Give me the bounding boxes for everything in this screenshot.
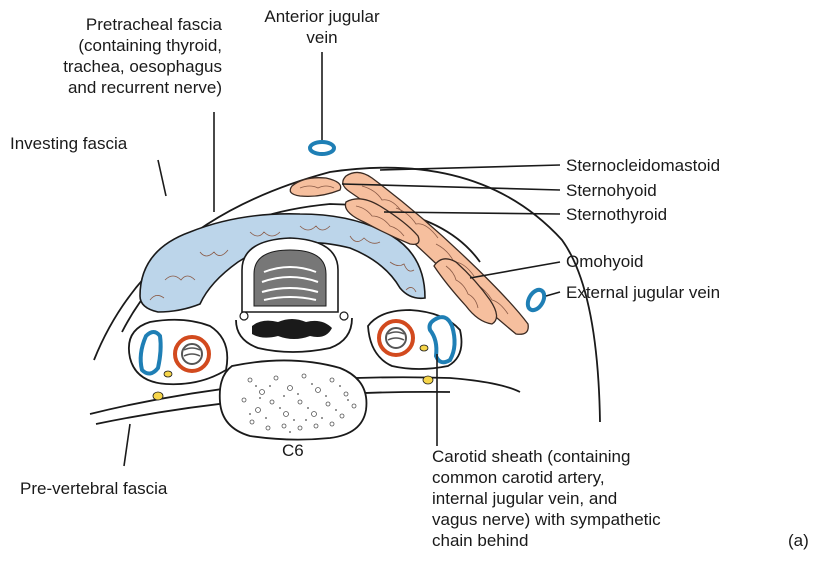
label-pretracheal-line-4: and recurrent nerve) — [10, 77, 222, 98]
label-omohyoid: Omohyoid — [566, 251, 643, 272]
label-sternohyoid: Sternohyoid — [566, 180, 657, 201]
label-carotid-line-5: chain behind — [432, 530, 661, 551]
label-carotid-sheath: Carotid sheath (containing common caroti… — [432, 446, 661, 551]
label-sternocleidomastoid: Sternocleidomastoid — [566, 155, 720, 176]
label-prevertebral-fascia: Pre-vertebral fascia — [20, 478, 167, 499]
label-pretracheal-fascia: Pretracheal fascia (containing thyroid, … — [10, 14, 222, 98]
leader-prevertebral — [124, 424, 130, 466]
label-pretracheal-line-3: trachea, oesophagus — [10, 56, 222, 77]
internal-jugular-vein-right — [430, 317, 455, 362]
label-pretracheal-line-2: (containing thyroid, — [10, 35, 222, 56]
leader-omohyoid — [470, 262, 560, 278]
label-anterior-jugular-line-1: Anterior jugular — [232, 6, 412, 27]
sternohyoid-muscle — [290, 178, 341, 197]
label-pretracheal-line-1: Pretracheal fascia — [10, 14, 222, 35]
anterior-jugular-vein — [310, 142, 334, 154]
leader-investing — [158, 160, 166, 196]
recurrent-nerve-right — [340, 312, 348, 320]
label-c6: C6 — [282, 440, 304, 461]
sympathetic-chain-right — [423, 376, 433, 384]
label-carotid-line-1: Carotid sheath (containing — [432, 446, 661, 467]
oesophagus — [252, 319, 332, 339]
label-sternothyroid: Sternothyroid — [566, 204, 667, 225]
label-carotid-line-2: common carotid artery, — [432, 467, 661, 488]
label-investing-fascia: Investing fascia — [10, 133, 127, 154]
external-jugular-vein — [524, 287, 547, 313]
vagus-nerve-right — [420, 345, 428, 351]
vagus-nerve-left — [164, 371, 172, 377]
label-anterior-jugular-line-2: vein — [232, 27, 412, 48]
recurrent-nerve-left — [240, 312, 248, 320]
leader-external-jugular — [546, 292, 560, 296]
panel-label: (a) — [788, 530, 809, 551]
sympathetic-chain-left — [153, 392, 163, 400]
label-carotid-line-3: internal jugular vein, and — [432, 488, 661, 509]
label-carotid-line-4: vagus nerve) with sympathetic — [432, 509, 661, 530]
label-anterior-jugular-vein: Anterior jugular vein — [232, 6, 412, 48]
label-external-jugular-vein: External jugular vein — [566, 282, 720, 303]
internal-jugular-vein-left — [141, 332, 161, 374]
